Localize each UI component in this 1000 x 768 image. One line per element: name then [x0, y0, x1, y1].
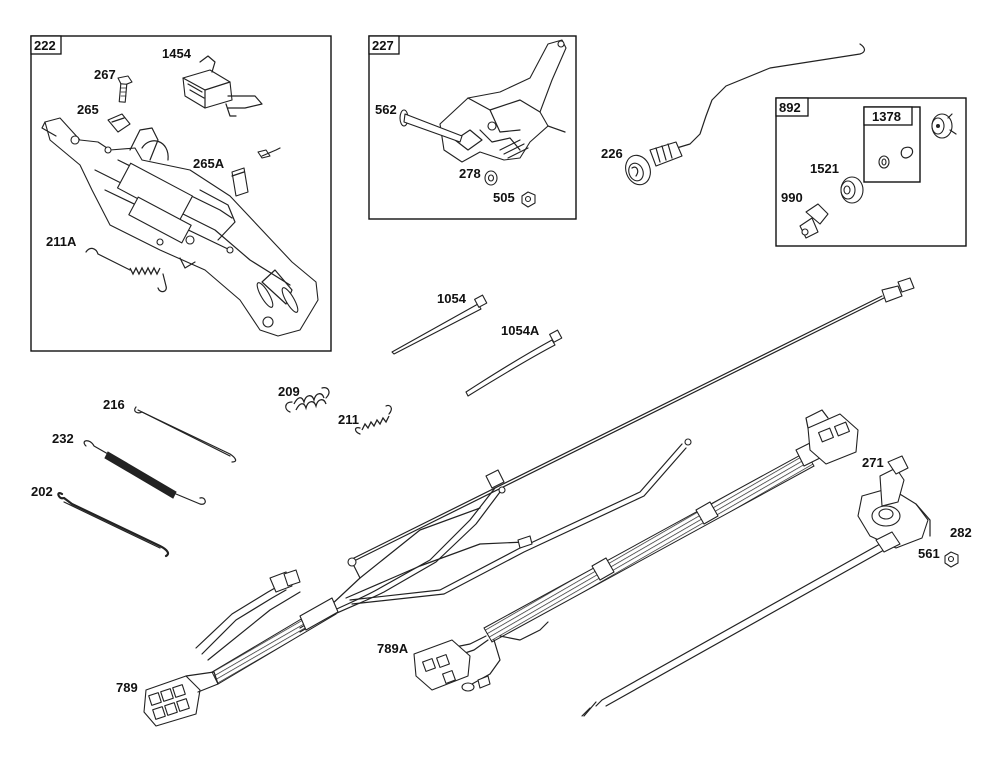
group-227-tag: [368, 35, 400, 55]
label-562: 562: [375, 102, 397, 117]
group-1378-tag: [863, 106, 913, 126]
spring-211A-part: [85, 247, 167, 293]
long-cable-part: [349, 277, 915, 563]
bolt-562-part: [399, 109, 463, 143]
label-211A: 211A: [46, 234, 77, 249]
harness-789-part: [143, 438, 692, 727]
nut-561-part: [944, 551, 959, 568]
label-265: 265: [77, 102, 99, 117]
spring-209-part: [285, 387, 330, 413]
label-1054: 1054: [437, 291, 467, 306]
label-1454: 1454: [162, 46, 192, 61]
label-222: 222: [34, 38, 56, 53]
cable-tie-1054A-part: [465, 329, 563, 397]
label-892: 892: [779, 100, 801, 115]
group-222-tag: [30, 35, 62, 55]
label-1054A: 1054A: [501, 323, 540, 338]
control-bracket-part: [41, 117, 319, 337]
label-216: 216: [103, 397, 125, 412]
spacer-265A-part: [231, 167, 249, 197]
link-202-part: [57, 492, 170, 558]
group-892-tag: [775, 97, 809, 117]
group-222-frame: [30, 35, 332, 352]
label-278: 278: [459, 166, 481, 181]
link-216-part: [134, 406, 237, 463]
label-267: 267: [94, 67, 116, 82]
label-227: 227: [372, 38, 394, 53]
switch-1454-part: [182, 55, 263, 117]
screw-small-part: [257, 147, 281, 159]
key-990-part: [799, 203, 829, 239]
cable-tie-1054-part: [391, 294, 488, 355]
screw-267-part: [117, 75, 133, 103]
harness-789A-part: [413, 409, 859, 692]
label-505: 505: [493, 190, 515, 205]
label-226: 226: [601, 146, 623, 161]
ring-1378-part: [878, 146, 914, 169]
label-271: 271: [862, 455, 884, 470]
group-227-frame: [368, 35, 577, 220]
label-282: 282: [950, 525, 972, 540]
nut-505-part: [521, 191, 536, 208]
group-892-frame: [775, 97, 967, 247]
label-209: 209: [278, 384, 300, 399]
label-789A: 789A: [377, 641, 409, 656]
group-222: 222: [30, 35, 332, 352]
label-561: 561: [918, 546, 940, 561]
label-789: 789: [116, 680, 138, 695]
group-227: 227 562 278 505: [368, 35, 577, 220]
group-892: 892 1378 1521 990: [775, 97, 967, 247]
label-211: 211: [338, 412, 359, 427]
nut-1521-part: [840, 176, 864, 204]
ignition-switch-part: [931, 113, 957, 139]
throttle-bracket-part: [439, 39, 567, 163]
label-202: 202: [31, 484, 53, 499]
choke-cable-226-part: [625, 43, 866, 186]
clip-265-part: [107, 113, 131, 133]
label-990: 990: [781, 190, 803, 205]
washer-278-part: [484, 170, 498, 186]
spring-211-part: [354, 404, 392, 435]
label-232: 232: [52, 431, 74, 446]
throttle-control-271-part: [581, 455, 931, 717]
label-1521: 1521: [810, 161, 839, 176]
spring-232-part: [83, 440, 206, 505]
label-265A: 265A: [193, 156, 225, 171]
label-1378: 1378: [872, 109, 901, 124]
